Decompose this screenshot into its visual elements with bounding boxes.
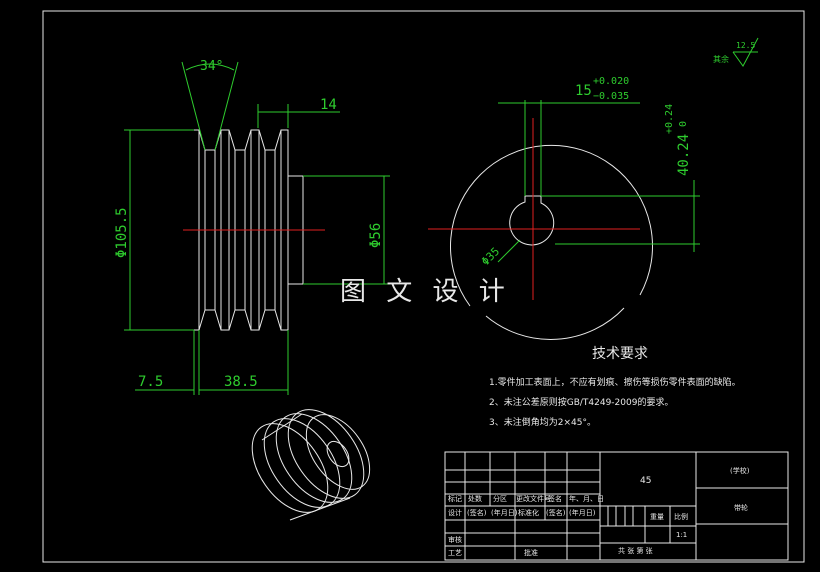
outer-diameter-dim: Φ105.5 [114, 207, 130, 258]
groove-angle-dim: 34° [200, 59, 223, 74]
tech-note-2: 2、未注公差原则按GB/T4249-2009的要求。 [489, 396, 673, 408]
roughness-value: 12.5 [736, 41, 755, 50]
tb-designer-date: (年月日) [491, 508, 518, 517]
tb-std-date: (年月日) [569, 508, 596, 517]
keyway-depth-dim: 40.24 [676, 134, 692, 176]
bore-diameter-dim: Φ35 [479, 245, 502, 268]
tech-note-1: 1.零件加工表面上，不应有划痕、擦伤等损伤零件表面的缺陷。 [489, 376, 741, 388]
keyway-width-tol-up: +0.020 [593, 76, 629, 87]
front-dimension-lines [124, 61, 390, 395]
pulley-end-view [450, 144, 653, 340]
tb-scale: 比例 [674, 512, 688, 521]
tech-requirements-title: 技术要求 [592, 346, 648, 362]
groove-pitch-dim: 14 [320, 97, 337, 113]
left-offset-dim: 7.5 [138, 374, 163, 390]
end-dimension-lines [497, 100, 700, 263]
tb-standardize: 标准化 [518, 508, 539, 517]
title-block-text: 标记 处数 分区 更改文件号 签名 年、月、日 设计 (签名) (年月日) 标准… [448, 466, 750, 557]
tb-designer: 设计 [448, 508, 462, 517]
tb-zone: 分区 [493, 494, 507, 503]
tb-sign: 签名 [548, 494, 562, 503]
tb-date: 年、月、日 [569, 494, 604, 503]
keyway-width-tol-low: −0.035 [593, 91, 629, 102]
watermark-text: 图 文 设 计 [340, 277, 511, 307]
keyway-width-dim: 15 [575, 83, 592, 99]
tb-docno: 更改文件号 [516, 494, 551, 503]
tb-count: 处数 [468, 494, 482, 503]
tb-process: 工艺 [448, 549, 462, 557]
keyway-depth-tol-low: 0 [678, 121, 689, 127]
surface-roughness-symbol: 12.5 其余 [713, 37, 759, 67]
tb-material: 45 [640, 476, 651, 486]
roughness-label: 其余 [713, 54, 729, 64]
tb-scale-value: 1:1 [676, 531, 687, 539]
tb-weight: 重量 [650, 513, 664, 521]
width-dim: 38.5 [224, 374, 258, 390]
drawing-frame [42, 10, 805, 563]
keyway-depth-tol-up: +0.24 [664, 104, 675, 134]
tb-designer-sign: (签名) [467, 508, 487, 517]
tb-std-sign: (签名) [546, 508, 566, 517]
hub-diameter-dim: Φ56 [368, 223, 384, 248]
tech-note-3: 3、未注倒角均为2×45°。 [489, 416, 596, 428]
title-block [444, 451, 789, 561]
tb-approve: 批准 [524, 548, 538, 557]
tb-review: 审核 [448, 535, 462, 544]
tb-school: (学校) [730, 466, 750, 475]
tb-part-name: 带轮 [734, 503, 748, 512]
pulley-isometric-view [251, 409, 371, 521]
tb-mark: 标记 [448, 494, 462, 503]
tb-sheets: 共 张 第 张 [618, 546, 653, 555]
